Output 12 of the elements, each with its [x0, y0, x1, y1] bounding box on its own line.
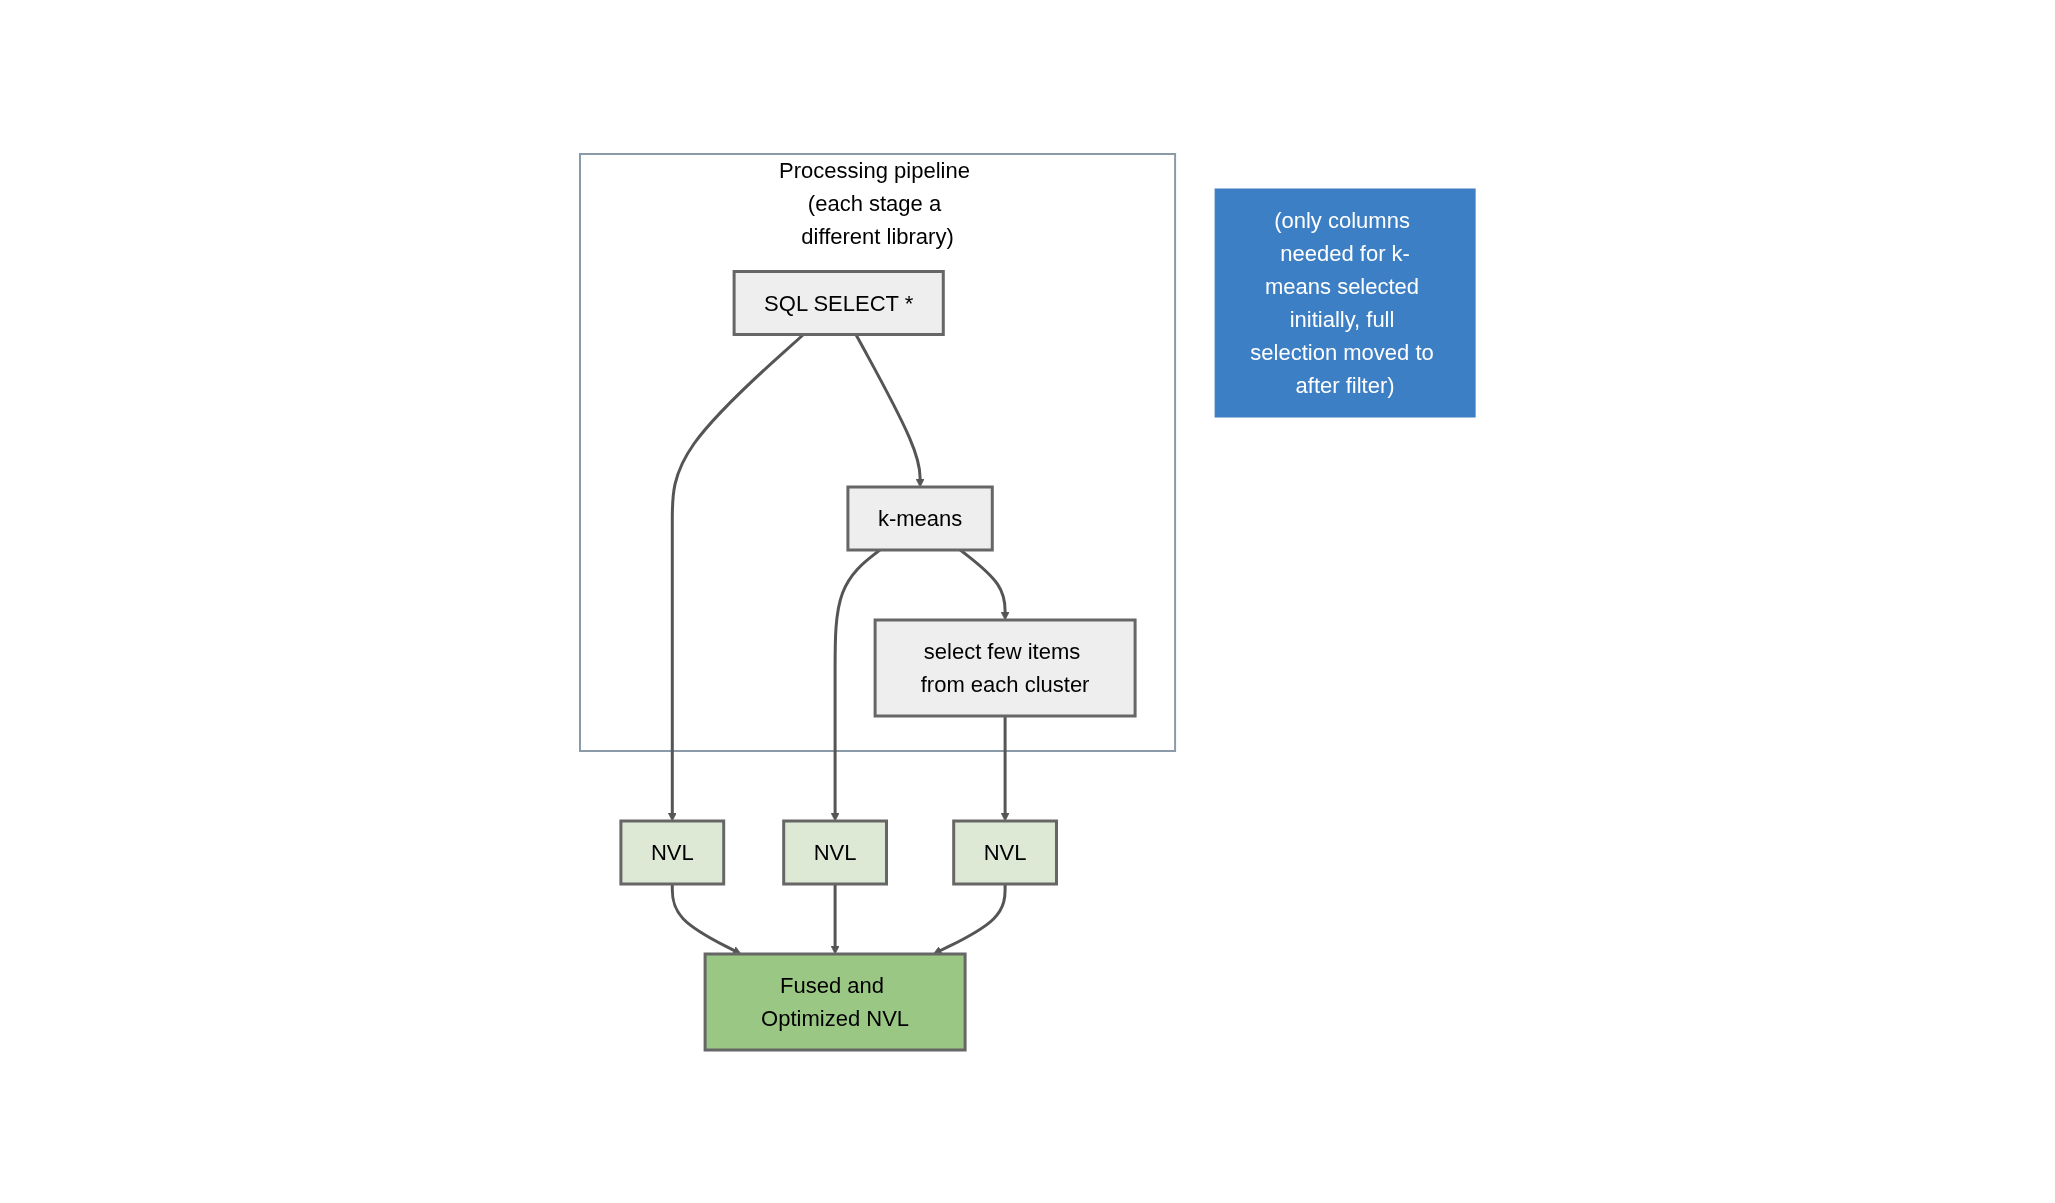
arrow	[932, 883, 1007, 954]
node-box: NVL	[782, 819, 888, 885]
node-box: k-means	[846, 485, 994, 551]
node-box: Fused and Optimized NVL	[703, 952, 967, 1051]
node-box: (only columns needed for k-means selected initially, full selection moved to after filter)	[1214, 188, 1476, 417]
arrow	[1000, 715, 1010, 821]
node-box: NVL	[952, 819, 1058, 885]
node-box: select few items from each cluster	[873, 618, 1137, 717]
node-box: SQL SELECT *	[732, 269, 945, 336]
node-box: NVL	[619, 819, 726, 885]
arrow	[830, 883, 840, 954]
arrow	[670, 883, 742, 954]
